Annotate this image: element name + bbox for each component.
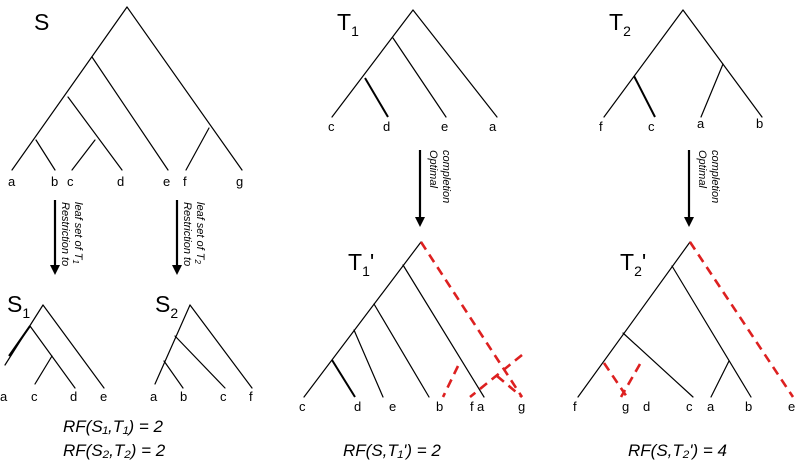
tree-t2-edges (603, 9, 763, 118)
tree-s1-leaves: a c d e (0, 389, 107, 404)
tree-s2-title: S2 (155, 291, 178, 321)
rf-formulas: RF(S₁,T₁) = 2 RF(S₂,T₂) = 2 RF(S,T₁') = … (63, 417, 727, 460)
leaf-label: e (441, 119, 448, 134)
tree-s2-leaves: a b c f (150, 389, 253, 404)
tree-t1-title: T1 (337, 9, 359, 39)
leaf-label: g (622, 399, 629, 414)
leaf-label: c (31, 389, 38, 404)
leaf-label: b (745, 399, 752, 414)
leaf-label: d (354, 399, 361, 414)
leaf-label: a (489, 119, 497, 134)
leaf-label: b (180, 389, 187, 404)
tree-s1: S1 a c d e (0, 291, 107, 404)
tree-t1: T1 c d e a (328, 9, 498, 134)
tree-s-title: S (34, 9, 49, 35)
leaf-label: e (788, 399, 795, 414)
leaf-label: c (220, 389, 227, 404)
restriction-label-line1: Restriction to (181, 202, 193, 266)
leaf-label: d (383, 119, 390, 134)
rf-formula-s-t2-prime: RF(S,T₂') = 4 (628, 441, 727, 460)
leaf-label: e (163, 174, 170, 189)
tree-t2-prime-added-edges (602, 241, 795, 398)
restriction-label-line1: Restriction to (59, 202, 71, 266)
tree-t1-leaves: c d e a (328, 119, 497, 134)
leaf-label: g (518, 399, 525, 414)
leaf-label: a (8, 174, 16, 189)
rf-formula-s1-t1: RF(S₁,T₁) = 2 (63, 417, 164, 436)
tree-t2: T2 f c a b (599, 9, 763, 134)
leaf-label: f (183, 174, 187, 189)
completion-label-line1: Optimal (427, 150, 439, 188)
leaf-label: b (51, 174, 58, 189)
completion-arrow-t1: Optimal completion (415, 150, 452, 227)
leaf-label: b (436, 399, 443, 414)
rf-formula-s2-t2: RF(S₂,T₂) = 2 (63, 441, 166, 460)
leaf-label: f (573, 399, 577, 414)
completion-label-line1: Optimal (696, 150, 708, 188)
leaf-label: d (117, 174, 124, 189)
leaf-label: e (100, 389, 107, 404)
leaf-label: g (236, 174, 243, 189)
tree-t1-prime-added-edges (419, 241, 524, 399)
tree-t2-prime-edges (577, 241, 752, 398)
tree-s1-title: S1 (7, 291, 30, 321)
leaf-label: f (470, 399, 474, 414)
restriction-arrow-t1: Restriction to leaf set of T1 (50, 200, 84, 275)
leaf-label: f (249, 389, 253, 404)
tree-s1-edges (4, 304, 105, 389)
tree-s2-edges (154, 304, 253, 389)
leaf-label: a (150, 389, 158, 404)
leaf-label: c (299, 399, 306, 414)
restriction-label-line2: leaf set of T1 (71, 202, 84, 264)
tree-t2-prime-leaves: f g d c a b e (573, 399, 795, 414)
tree-t2-title: T2 (609, 9, 631, 39)
tree-t1-prime: T1' c d e b a f g (299, 241, 525, 414)
completion-arrow-t2: Optimal completion (684, 150, 721, 227)
completion-label-line2: completion (440, 150, 452, 203)
leaf-label: a (697, 116, 705, 131)
leaf-label: e (389, 399, 396, 414)
tree-t1-edges (331, 9, 498, 118)
leaf-label: c (328, 119, 335, 134)
leaf-label: c (686, 399, 693, 414)
tree-t1-prime-edges (303, 241, 485, 398)
tree-t1-prime-title: T1' (348, 249, 374, 279)
tree-t2-prime-title: T2' (620, 249, 646, 279)
leaf-label: c (648, 119, 655, 134)
leaf-label: c (67, 174, 74, 189)
restriction-arrow-t2: Restriction to leaf set of T2 (172, 200, 206, 275)
tree-s: S a b c d e f g (8, 6, 243, 189)
restriction-label-line2: leaf set of T2 (193, 202, 206, 264)
leaf-label: f (599, 119, 603, 134)
tree-s-leaves: a b c d e f g (8, 174, 243, 189)
tree-s-edges (11, 6, 243, 171)
leaf-label: b (756, 116, 763, 131)
rf-formula-s-t1-prime: RF(S,T₁') = 2 (343, 441, 441, 460)
tree-t2-prime: T2' f g d c a b e (573, 241, 795, 414)
completion-label-line2: completion (709, 150, 721, 203)
leaf-label: a (477, 399, 485, 414)
tree-s2: S2 a b c f (150, 291, 253, 404)
leaf-label: d (70, 389, 77, 404)
tree-t2-leaves: f c a b (599, 116, 763, 134)
leaf-label: d (643, 399, 650, 414)
tree-t1-prime-leaves: c d e b a f g (299, 399, 525, 414)
leaf-label: a (0, 389, 8, 404)
leaf-label: a (707, 399, 715, 414)
